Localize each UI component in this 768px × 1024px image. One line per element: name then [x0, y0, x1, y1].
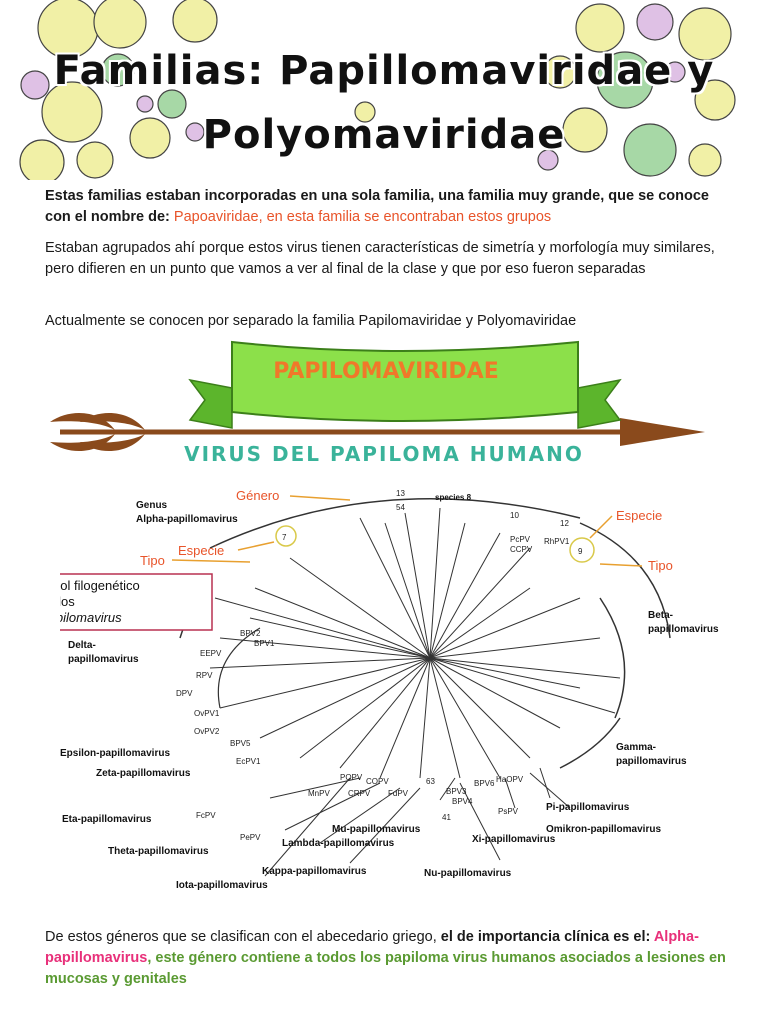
type-10: 10 — [510, 511, 519, 520]
type-9: 9 — [578, 547, 583, 556]
especie-left-label: Especie — [178, 543, 224, 558]
genus-mu: Mu-papillomavirus — [332, 824, 421, 835]
type-rpv: RPV — [196, 671, 213, 680]
arbol-line3: Papilomavirus — [60, 610, 122, 625]
genus-pi: Pi-papillomavirus — [546, 802, 630, 813]
ribbon-icon — [188, 340, 622, 429]
tipo-right-label: Tipo — [648, 558, 673, 573]
intro-bold: Estas familias estaban incorporadas en u… — [45, 188, 709, 225]
genus-delta: Delta- — [68, 640, 96, 651]
genus-alpha: Alpha-papillomavirus — [136, 514, 238, 525]
type-hapv: HaOPV — [496, 775, 524, 784]
type-ecpv1: EcPV1 — [236, 757, 261, 766]
type-bpv2: BPV2 — [240, 629, 261, 638]
banner-label: PAPILOMAVIRIDAE — [273, 359, 498, 384]
arbol-line2: de los — [60, 594, 75, 609]
type-dpv: DPV — [176, 689, 193, 698]
phylogenetic-tree-figure: Género Especie Tipo Especie Tipo Árbol f… — [60, 478, 750, 893]
genus-iota: Iota-papillomavirus — [176, 880, 268, 891]
type-13: 13 — [396, 489, 405, 498]
genus-beta: Beta- — [648, 610, 673, 621]
genus-omikron: Omikron-papillomavirus — [546, 824, 661, 835]
type-fdpv: FdPV — [388, 789, 409, 798]
closing-comma: , — [147, 950, 156, 966]
type-41: 41 — [442, 813, 451, 822]
closing-alpha: Alpha-papillomavirus — [45, 929, 699, 966]
type-eepv: EEPV — [200, 649, 222, 658]
type-bpv5: BPV5 — [230, 739, 251, 748]
type-bpv4: BPV4 — [452, 797, 473, 806]
genus-beta-2: papillomavirus — [648, 624, 719, 635]
type-pepv: PePV — [240, 833, 261, 842]
type-popv: POPV — [340, 773, 363, 782]
genus-label: Genus — [136, 500, 168, 511]
type-ccpv: CCPV — [510, 545, 533, 554]
arrow-feather-icon — [50, 412, 145, 452]
genus-kappa: Kappa-papillomavirus — [262, 866, 367, 877]
tree-branches — [179, 498, 671, 877]
species-label: species 8 — [435, 493, 472, 502]
type-crpv: CRPV — [348, 789, 371, 798]
tipo-left-label: Tipo — [140, 553, 165, 568]
type-mnpv: MnPV — [308, 789, 330, 798]
closing-green: este género contiene a todos los papilom… — [45, 950, 726, 987]
genus-xi: Xi-papillomavirus — [472, 834, 556, 845]
type-bpv6: BPV6 — [474, 779, 495, 788]
genus-delta-2: papillomavirus — [68, 654, 139, 665]
type-bpv3: BPV3 — [446, 787, 467, 796]
intro-highlight: Papoaviridae, en esta familia se encontr… — [173, 209, 552, 225]
type-ovpv2: OvPV2 — [194, 727, 220, 736]
type-pspv: PsPV — [498, 807, 519, 816]
arrow-head-icon — [620, 418, 705, 446]
genus-theta: Theta-papillomavirus — [108, 846, 209, 857]
paragraph-3: Actualmente se conocen por separado la f… — [45, 313, 577, 329]
type-fcpv: FcPV — [196, 811, 216, 820]
closing-bold: el de importancia clínica es el: — [440, 929, 654, 945]
type-copv: COPV — [366, 777, 389, 786]
arbol-line1: Árbol filogenético — [60, 578, 140, 593]
intro-paragraph: Estas familias estaban incorporadas en u… — [45, 186, 735, 228]
page-title-line1: Familias: Papillomaviridae y — [53, 48, 715, 94]
type-pcpv: PcPV — [510, 535, 531, 544]
type-rhpv: RhPV1 — [544, 537, 570, 546]
paragraph-2: Estaban agrupados ahí porque estos virus… — [45, 240, 715, 277]
type-54: 54 — [396, 503, 405, 512]
genus-eta: Eta-papillomavirus — [62, 814, 152, 825]
type-63: 63 — [426, 777, 435, 786]
banner-arrow: PAPILOMAVIRIDAE — [50, 340, 705, 452]
decorative-circles — [19, 0, 736, 180]
genus-gamma-2: papillomavirus — [616, 756, 687, 767]
genus-lambda: Lambda-papillomavirus — [282, 838, 395, 849]
genus-zeta: Zeta-papillomavirus — [96, 768, 191, 779]
type-bpv1: BPV1 — [254, 639, 275, 648]
genus-nu: Nu-papillomavirus — [424, 868, 512, 879]
type-7: 7 — [282, 533, 287, 542]
type-12: 12 — [560, 519, 569, 528]
closing-text: De estos géneros que se clasifican con e… — [45, 929, 441, 945]
page-title-line2: Polyomaviridae — [202, 112, 566, 158]
subtitle: VIRUS DEL PAPILOMA HUMANO — [184, 442, 584, 466]
closing-paragraph: De estos géneros que se clasifican con e… — [45, 927, 735, 990]
genus-epsilon: Epsilon-papillomavirus — [60, 748, 170, 759]
type-ovpv1: OvPV1 — [194, 709, 220, 718]
especie-right-label: Especie — [616, 508, 662, 523]
genus-gamma: Gamma- — [616, 742, 656, 753]
genero-label: Género — [236, 488, 279, 503]
